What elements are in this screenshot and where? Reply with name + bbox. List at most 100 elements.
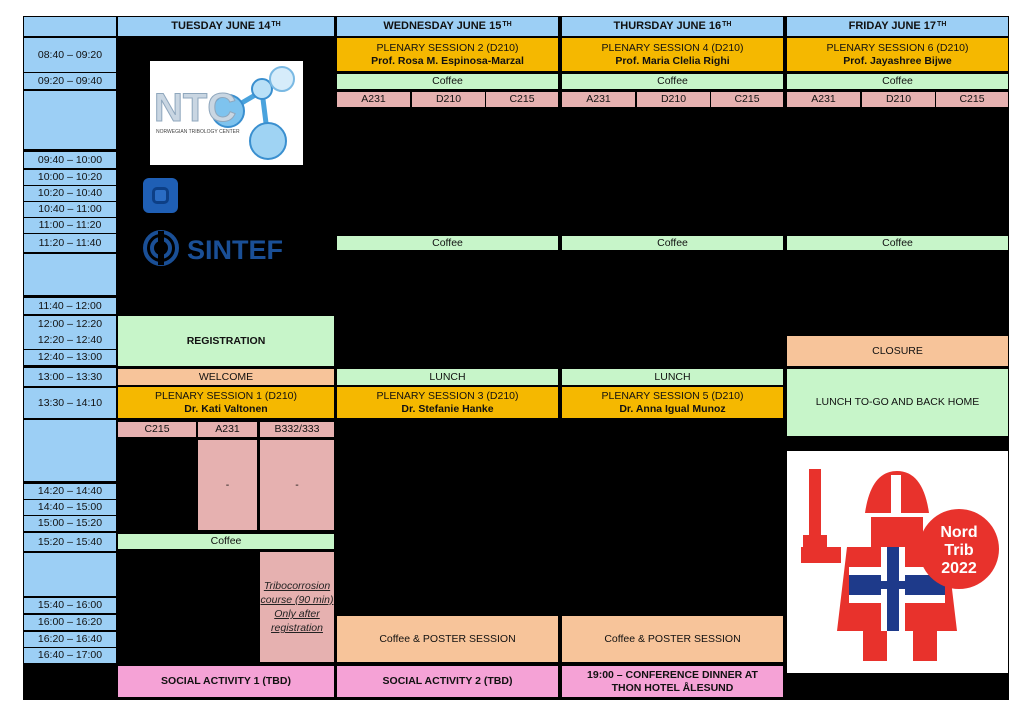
time-slot: 13:00 – 13:30 (24, 368, 116, 386)
plenary-session-2[interactable]: PLENARY SESSION 2 (D210)Prof. Rosa M. Es… (337, 38, 558, 71)
plenary-title: PLENARY SESSION 1 (D210) (154, 389, 297, 402)
room-a231[interactable]: A231 (198, 422, 257, 437)
day-header-label: FRIDAY JUNE 17 (848, 19, 937, 32)
plenary-speaker: Prof. Rosa M. Espinosa-Marzal (371, 54, 524, 67)
sintef-wordmark: SINTEF (187, 235, 283, 265)
time-gap-filler (24, 91, 116, 149)
room-d210[interactable]: D210 (862, 92, 935, 107)
plenary-title: PLENARY SESSION 4 (D210) (601, 41, 744, 54)
time-slot: 14:20 – 14:40 (24, 484, 116, 499)
plenary-speaker: Dr. Anna Igual Munoz (619, 402, 726, 415)
time-slot: 12:00 – 12:20 (24, 316, 116, 332)
lunch-block: LUNCH (337, 369, 558, 385)
plenary-session-1[interactable]: PLENARY SESSION 1 (D210)Dr. Kati Valtone… (118, 387, 334, 418)
nordtrib-line2: Trib (944, 542, 974, 559)
time-slot: 14:40 – 15:00 (24, 500, 116, 515)
coffee-break: Coffee (118, 534, 334, 549)
social-activity-1[interactable]: SOCIAL ACTIVITY 1 (TBD) (118, 666, 334, 697)
time-gap-filler (24, 254, 116, 295)
day-header-label: TUESDAY JUNE 14 (171, 19, 271, 32)
conference-dinner[interactable]: 19:00 – CONFERENCE DINNER AT THON HOTEL … (562, 666, 783, 697)
plenary-title: PLENARY SESSION 2 (D210) (376, 41, 519, 54)
time-slot: 15:00 – 15:20 (24, 516, 116, 531)
time-slot: 09:20 – 09:40 (24, 73, 116, 89)
room-a231[interactable]: A231 (562, 92, 635, 107)
ntc-wordmark: NTC (154, 86, 236, 130)
day-header-label: WEDNESDAY JUNE 15 (383, 19, 502, 32)
time-slot: 13:30 – 14:10 (24, 388, 116, 418)
lunch-block: LUNCH (562, 369, 783, 385)
room-c215[interactable]: C215 (118, 422, 196, 437)
nordtrib-line1: Nord (940, 524, 977, 541)
sintef-logo: SINTEF (143, 228, 318, 268)
time-slot: 15:40 – 16:00 (24, 598, 116, 613)
time-slot: 11:40 – 12:00 (24, 298, 116, 314)
time-slot: 16:40 – 17:00 (24, 648, 116, 663)
room-d210[interactable]: D210 (637, 92, 710, 107)
registration-block[interactable]: REGISTRATION (118, 316, 334, 366)
session-b332-placeholder: - (260, 440, 334, 530)
coffee-break: Coffee (787, 74, 1008, 89)
coffee-poster-session[interactable]: Coffee & POSTER SESSION (562, 616, 783, 662)
time-gap-filler (24, 553, 116, 596)
time-slot: 10:00 – 10:20 (24, 170, 116, 185)
time-slot: 11:20 – 11:40 (24, 234, 116, 252)
tribocorrosion-course[interactable]: Tribocorrosion course (90 min) Only afte… (260, 552, 334, 662)
room-d210[interactable]: D210 (412, 92, 485, 107)
room-a231[interactable]: A231 (337, 92, 410, 107)
time-slot: 08:40 – 09:20 (24, 38, 116, 72)
plenary-speaker: Prof. Maria Clelia Righi (615, 54, 730, 67)
plenary-speaker: Dr. Stefanie Hanke (401, 402, 494, 415)
time-slot: 16:20 – 16:40 (24, 632, 116, 647)
coffee-break: Coffee (562, 74, 783, 89)
room-c215[interactable]: C215 (486, 92, 558, 107)
plenary-title: PLENARY SESSION 5 (D210) (601, 389, 744, 402)
nordtrib-line3: 2022 (941, 560, 977, 577)
day-header-suffix: TH (722, 21, 732, 29)
time-gap-filler (24, 420, 116, 481)
time-slot: 10:20 – 10:40 (24, 186, 116, 201)
time-slot: 15:20 – 15:40 (24, 533, 116, 551)
plenary-session-3[interactable]: PLENARY SESSION 3 (D210)Dr. Stefanie Han… (337, 387, 558, 418)
plenary-session-5[interactable]: PLENARY SESSION 5 (D210)Dr. Anna Igual M… (562, 387, 783, 418)
coffee-break: Coffee (337, 236, 558, 250)
ntc-subtitle: NORWEGIAN TRIBOLOGY CENTER (156, 129, 240, 135)
session-a231-placeholder: - (198, 440, 257, 530)
plenary-session-6[interactable]: PLENARY SESSION 6 (D210)Prof. Jayashree … (787, 38, 1008, 71)
corner-cell (24, 17, 116, 36)
room-a231[interactable]: A231 (787, 92, 860, 107)
time-slot: 09:40 – 10:00 (24, 152, 116, 168)
coffee-break: Coffee (337, 74, 558, 89)
day-header-suffix: TH (271, 21, 281, 29)
coffee-poster-session[interactable]: Coffee & POSTER SESSION (337, 616, 558, 662)
lunch-to-go-block: LUNCH TO-GO AND BACK HOME (787, 369, 1008, 436)
course-label: Tribocorrosion course (90 min) Only afte… (260, 579, 334, 635)
coffee-break: Coffee (787, 236, 1008, 250)
time-slot: 12:20 – 12:40 (24, 332, 116, 349)
time-slot: 16:00 – 16:20 (24, 615, 116, 630)
plenary-title: PLENARY SESSION 3 (D210) (376, 389, 519, 402)
social-activity-2[interactable]: SOCIAL ACTIVITY 2 (TBD) (337, 666, 558, 697)
sintef-swirl-icon: SINTEF (143, 230, 283, 266)
coffee-break: Coffee (562, 236, 783, 250)
room-b332[interactable]: B332/333 (260, 422, 334, 437)
closure-block[interactable]: CLOSURE (787, 336, 1008, 366)
time-slot: 10:40 – 11:00 (24, 202, 116, 217)
room-c215[interactable]: C215 (936, 92, 1008, 107)
plenary-speaker: Dr. Kati Valtonen (184, 402, 268, 415)
plenary-speaker: Prof. Jayashree Bijwe (843, 54, 952, 67)
welcome-block[interactable]: WELCOME (118, 369, 334, 385)
room-c215[interactable]: C215 (711, 92, 783, 107)
plenary-session-4[interactable]: PLENARY SESSION 4 (D210)Prof. Maria Clel… (562, 38, 783, 71)
day-header-suffix: TH (502, 21, 512, 29)
square-logo-icon (143, 178, 178, 213)
